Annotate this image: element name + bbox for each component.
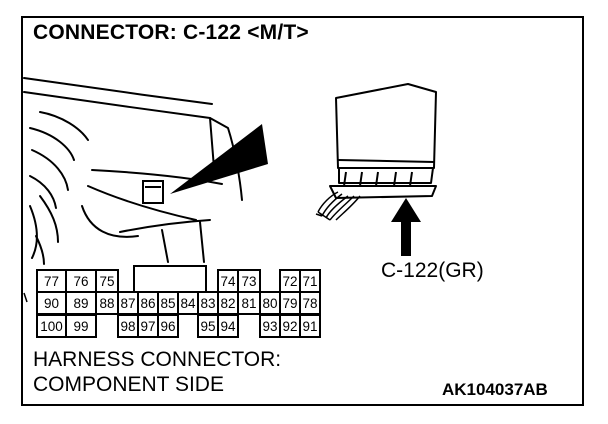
pin-number: 96 xyxy=(160,319,175,334)
pin-number: 89 xyxy=(73,296,88,311)
pin-number: 82 xyxy=(220,296,235,311)
pin-number: 100 xyxy=(40,319,63,334)
pointer-wedge xyxy=(170,124,268,194)
pin-number: 86 xyxy=(140,296,155,311)
pin-number: 90 xyxy=(44,296,59,311)
pin-number: 76 xyxy=(73,274,88,289)
pin-number: 88 xyxy=(99,296,114,311)
view-arrow xyxy=(391,198,421,256)
dashboard-illustration xyxy=(23,77,243,265)
pin-number: 97 xyxy=(140,319,155,334)
pin-cell xyxy=(217,314,239,338)
pin-cell xyxy=(299,314,321,338)
pin-number: 71 xyxy=(302,274,317,289)
figure-code: AK104037AB xyxy=(442,380,548,399)
connector-location-box xyxy=(142,180,164,204)
pin-cell xyxy=(157,314,179,338)
component-module xyxy=(329,83,437,199)
pin-number: 81 xyxy=(241,296,256,311)
pin-number: 79 xyxy=(282,296,297,311)
connector-key-slot xyxy=(133,265,207,293)
pin-number: 91 xyxy=(302,319,317,334)
pin-number: 83 xyxy=(200,296,215,311)
harness-side-label: HARNESS CONNECTOR: xyxy=(33,348,282,371)
pin-grid: 77 76 75 74 73 72 71 90 89 88 87 86 85 84 83 82 81 80 79 78… xyxy=(36,265,321,338)
pin-number: 92 xyxy=(282,319,297,334)
pin-number: 84 xyxy=(180,296,196,311)
pin-number: 87 xyxy=(120,296,135,311)
pin-number: 98 xyxy=(120,319,135,334)
component-side-label: COMPONENT SIDE xyxy=(33,373,224,396)
pin-number: 78 xyxy=(302,296,317,311)
harness-wires xyxy=(315,191,361,221)
pin-number: 80 xyxy=(262,296,277,311)
pin-number: 99 xyxy=(73,319,88,334)
pin-number: 93 xyxy=(262,319,277,334)
pin-number: 72 xyxy=(282,274,297,289)
pin-number: 75 xyxy=(99,274,114,289)
pin-cell xyxy=(65,314,97,338)
connector-callout-label: C-122(GR) xyxy=(381,259,484,282)
connector-title: CONNECTOR: C-122 <M/T> xyxy=(33,21,309,44)
pin-number: 85 xyxy=(160,296,175,311)
pin-number: 74 xyxy=(220,274,236,289)
pin-number: 73 xyxy=(241,274,256,289)
pin-number: 77 xyxy=(44,274,59,289)
pin-number: 94 xyxy=(220,319,236,334)
pin-number: 95 xyxy=(200,319,215,334)
diagram-frame xyxy=(21,16,584,406)
